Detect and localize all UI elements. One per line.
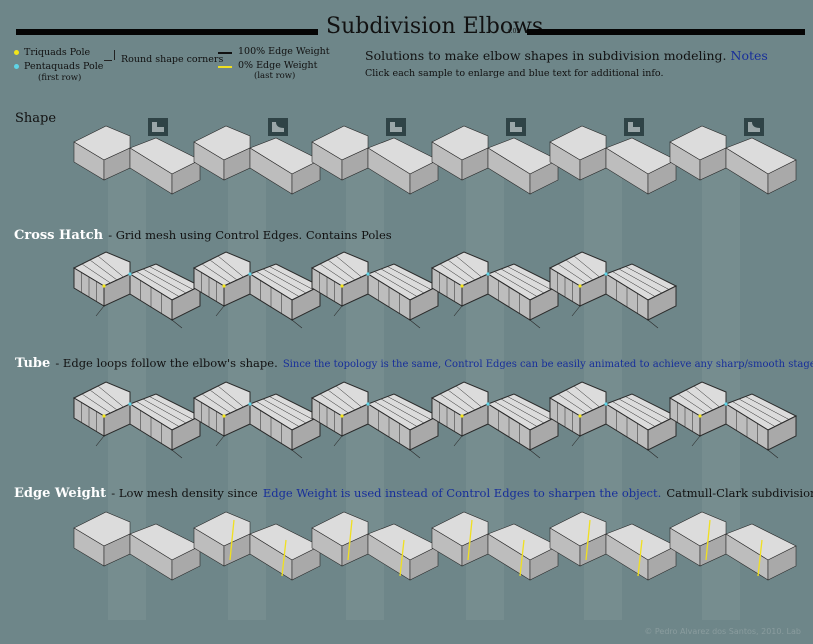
section-cross-hatch-desc: - Grid mesh using Control Edges. Contain… [108,228,392,242]
shape-sample-5[interactable] [549,118,677,195]
cross-hatch-sample-3[interactable] [310,251,440,329]
section-tube-link[interactable]: Since the topology is the same, Control … [282,359,813,370]
round-corner-icon [506,118,526,136]
cross-hatch-sample-4[interactable] [430,251,560,329]
section-cross-hatch-header: Cross Hatch - Grid mesh using Control Ed… [14,224,392,243]
legend-pentaquads-note: (first row) [38,73,82,83]
section-shape-title: Shape [15,111,57,126]
row-tube-samples [72,381,798,459]
description-text: Solutions to make elbow shapes in subdiv… [365,48,727,63]
legend-round-corners: Round shape corners [100,50,224,70]
shape-sample-2[interactable] [193,118,321,195]
title-rule-right [527,29,805,35]
edge-weight-sample-1[interactable] [73,511,201,581]
page-title: Subdivision Elbows [326,14,544,39]
legend-triquads-label: Triquads Pole [24,47,91,58]
tube-sample-1[interactable] [72,381,202,459]
round-corner-icon [386,118,406,136]
cross-hatch-sample-2[interactable] [192,251,322,329]
shape-sample-6[interactable] [669,118,797,195]
title-rule-left [16,29,318,35]
header-instruction: Click each sample to enlarge and blue te… [365,68,664,79]
edge-weight-sample-5[interactable] [549,511,677,581]
legend-round-corners-label: Round shape corners [121,54,224,65]
tube-sample-4[interactable] [430,381,560,459]
edge-100-icon [218,52,232,54]
section-tube-desc: - Edge loops follow the elbow's shape. [55,356,278,370]
shape-sample-3[interactable] [311,118,439,195]
round-corner-icon [624,118,644,136]
version-label: v.02 [508,28,521,35]
legend-poles: Triquads Pole Pentaquads Pole (first row… [14,47,214,88]
section-cross-hatch-title: Cross Hatch [14,228,104,243]
tube-sample-6[interactable] [668,381,798,459]
round-corner-icon [148,118,168,136]
row-shape-samples [73,118,797,195]
tube-sample-3[interactable] [310,381,440,459]
copyright-text: © Pedro Alvarez dos Santos, 2010. Lab [644,627,801,636]
cross-hatch-sample-1[interactable] [72,251,202,329]
section-edge-weight-title: Edge Weight [14,486,107,501]
legend-edge-0-note: (last row) [254,71,296,81]
round-corner-icon [268,118,288,136]
section-tube-header: Tube - Edge loops follow the elbow's sha… [15,352,813,371]
round-corner-icon [744,118,764,136]
edge-weight-sample-6[interactable] [669,511,797,581]
edge-weight-sample-4[interactable] [431,511,559,581]
legend-edge-0-label: 0% Edge Weight [238,60,318,71]
row-cross-hatch-samples [72,251,678,329]
section-edge-weight-desc2: Catmull-Clark subdivision only. [666,486,813,500]
section-edge-weight-desc: - Low mesh density since [111,486,258,500]
legend-edge-weight: 100% Edge Weight 0% Edge Weight (last ro… [218,46,348,86]
shape-sample-4[interactable] [431,118,559,195]
title-bar: Subdivision Elbows v.02 [0,10,813,50]
shape-sample-1[interactable] [73,118,201,195]
legend-pentaquads-label: Pentaquads Pole [24,61,104,72]
tube-sample-2[interactable] [192,381,322,459]
header-description: Solutions to make elbow shapes in subdiv… [365,48,768,63]
round-corner-icon [104,60,112,61]
edge-weight-sample-3[interactable] [311,511,439,581]
notes-link[interactable]: Notes [730,48,768,63]
pentaquads-pole-icon [14,64,19,69]
edge-weight-sample-2[interactable] [193,511,321,581]
edge-0-icon [218,66,232,68]
section-edge-weight-header: Edge Weight - Low mesh density since Edg… [14,482,813,501]
tube-sample-5[interactable] [548,381,678,459]
section-tube-title: Tube [15,356,51,371]
triquads-pole-icon [14,50,19,55]
row-edge-weight-samples [73,511,797,581]
section-edge-weight-link[interactable]: Edge Weight is used instead of Control E… [262,486,662,500]
legend-edge-100-label: 100% Edge Weight [238,46,330,57]
cross-hatch-sample-5[interactable] [548,251,678,329]
